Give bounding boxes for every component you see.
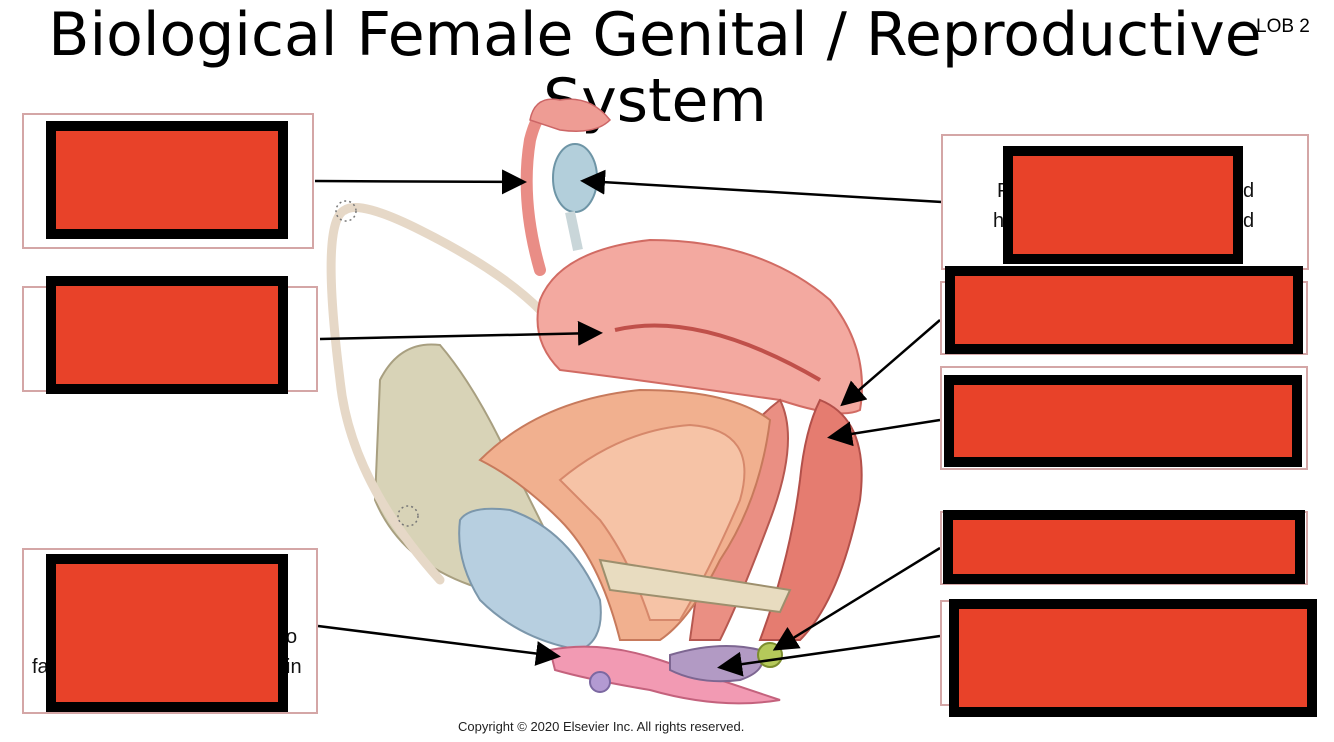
label-partial-text: in xyxy=(286,656,302,678)
uterus xyxy=(536,238,863,415)
redacted-label-left-2[interactable] xyxy=(46,276,288,394)
leader-line-4 xyxy=(580,169,943,204)
leader-line-5 xyxy=(840,319,941,407)
redacted-label-right-2[interactable] xyxy=(945,266,1303,354)
copyright-notice: Copyright © 2020 Elsevier Inc. All right… xyxy=(458,719,745,734)
leader-line-1 xyxy=(314,169,527,195)
leader-line-8 xyxy=(717,634,941,677)
label-partial-text: h xyxy=(993,210,1005,232)
label-partial-text: o xyxy=(286,626,298,648)
label-partial-text: d xyxy=(1243,210,1255,232)
redacted-label-right-3[interactable] xyxy=(944,375,1302,467)
redacted-label-right-5[interactable] xyxy=(949,599,1317,717)
page-title: Biological Female Genital / Reproductive… xyxy=(0,2,1310,134)
redacted-label-left-1[interactable] xyxy=(46,121,288,239)
title-line-1: Biological Female Genital / Reproductive xyxy=(48,0,1262,70)
lob-badge: LOB 2 xyxy=(1256,16,1310,37)
ovary xyxy=(552,143,598,213)
external-genitalia xyxy=(548,645,781,705)
bladder xyxy=(458,507,602,652)
leader-line-3 xyxy=(317,624,561,666)
redacted-label-right-1[interactable] xyxy=(1003,146,1243,264)
label-partial-text: fa xyxy=(32,656,49,678)
redacted-label-right-4[interactable] xyxy=(943,510,1305,584)
redacted-label-left-3[interactable] xyxy=(46,554,288,712)
label-partial-text: d xyxy=(1243,180,1255,202)
leader-line-7 xyxy=(772,546,941,651)
leader-line-6 xyxy=(827,418,941,447)
leader-line-2 xyxy=(319,320,603,346)
ureter-tube xyxy=(326,205,445,585)
